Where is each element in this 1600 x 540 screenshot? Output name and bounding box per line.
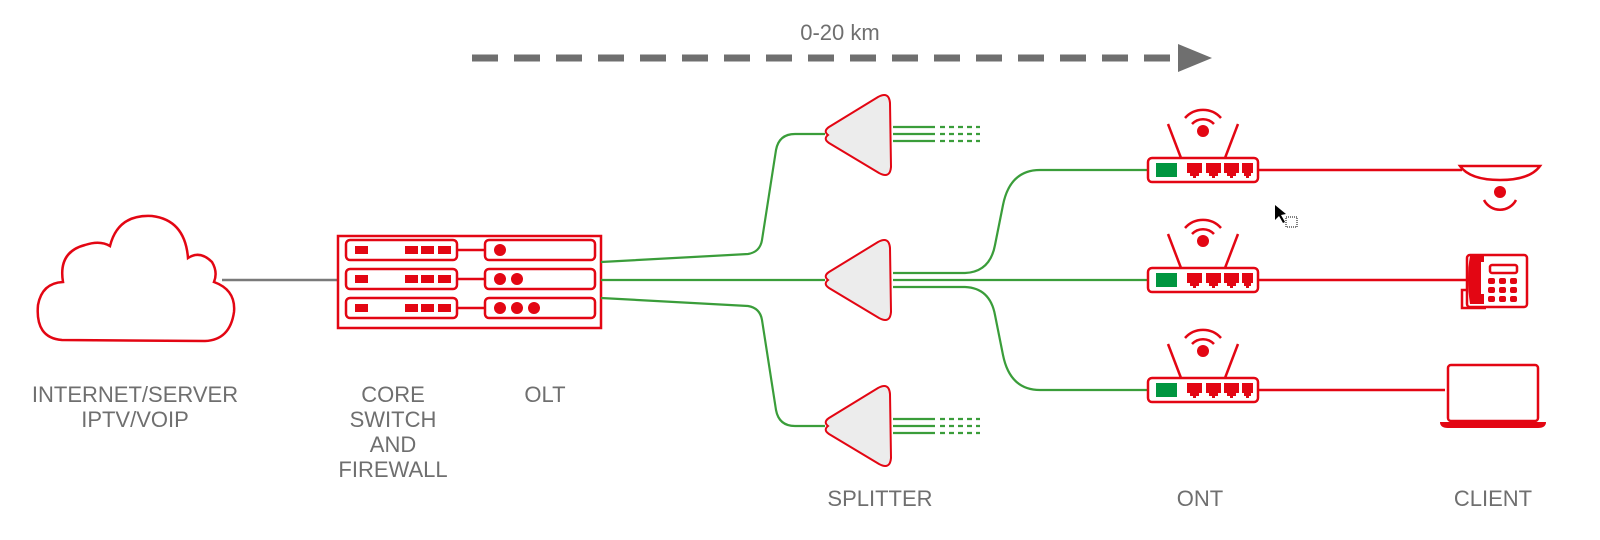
core-label-line2: SWITCH xyxy=(350,407,437,432)
client-label: CLIENT xyxy=(1454,486,1532,511)
feeder-fibers xyxy=(600,132,825,428)
wireless-sensor-icon xyxy=(1457,164,1543,211)
splitter-top-icon xyxy=(824,94,892,176)
olt-label: OLT xyxy=(524,382,565,407)
splitter-bottom-icon xyxy=(824,385,892,467)
ont-label: ONT xyxy=(1177,486,1223,511)
core-label-line3: AND xyxy=(370,432,416,457)
core-label-line4: FIREWALL xyxy=(338,457,447,482)
core-label-line1: CORE xyxy=(361,382,425,407)
distance-label: 0-20 km xyxy=(800,20,879,45)
ont-3-icon xyxy=(1146,328,1260,404)
distance-arrow xyxy=(472,44,1212,72)
ont-1-icon xyxy=(1146,108,1260,184)
client-links xyxy=(1258,168,1470,392)
laptop-icon xyxy=(1440,363,1546,428)
telephone-icon xyxy=(1460,253,1529,310)
cloud-icon xyxy=(36,214,236,343)
internet-label-line1: INTERNET/SERVER xyxy=(32,382,238,407)
drop-fibers xyxy=(893,168,1148,392)
splitter-label: SPLITTER xyxy=(827,486,932,511)
mouse-cursor-icon xyxy=(1275,205,1298,228)
splitter-stub-outputs xyxy=(893,125,980,435)
ont-2-icon xyxy=(1146,218,1260,294)
internet-label-line2: IPTV/VOIP xyxy=(81,407,189,432)
splitter-middle-icon xyxy=(824,239,892,321)
olt-chassis-icon xyxy=(336,234,603,330)
